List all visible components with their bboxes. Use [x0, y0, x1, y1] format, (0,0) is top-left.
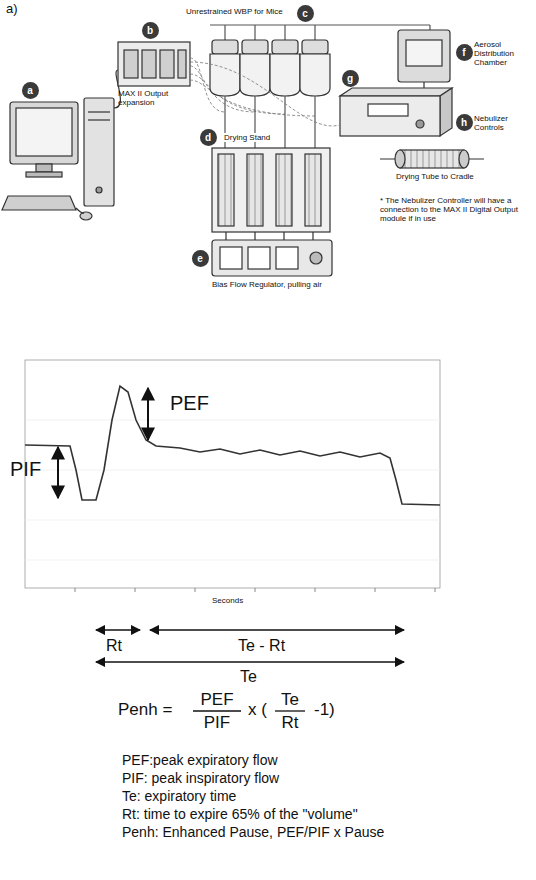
part-name: Nebulizer Controls — [474, 114, 530, 132]
callout-circle: f — [456, 44, 473, 61]
flow-chart — [25, 360, 440, 592]
callout-circle: h — [456, 114, 473, 131]
callout-circle: g — [342, 70, 359, 87]
definition: PEF:peak expiratory flow — [122, 752, 278, 768]
part-name: Drying Stand — [222, 133, 272, 142]
callout-circle: c — [297, 5, 314, 22]
formula: PEF — [187, 690, 247, 710]
pif-arrow — [57, 447, 59, 498]
callout-letter: c — [302, 8, 308, 19]
formula: x ( — [248, 700, 267, 720]
part-name: Bias Flow Regulator, pulling air — [212, 280, 322, 289]
aerosol-chamber — [398, 30, 450, 82]
part-name: Aerosol Distribution Chamber — [474, 40, 530, 68]
callout-letter: f — [462, 47, 465, 58]
drying-stand — [212, 148, 330, 240]
callout-circle: e — [192, 250, 209, 267]
time-label: Te — [240, 668, 257, 686]
flow-curve — [25, 386, 440, 505]
callout-letter: g — [347, 73, 353, 84]
axis-label: PEF — [170, 392, 209, 415]
callout-circle: a — [22, 82, 39, 99]
pef-arrow — [147, 388, 149, 440]
callout-letter: d — [205, 132, 211, 143]
callout-letter: e — [197, 253, 203, 264]
definition: Rt: time to expire 65% of the "volume" — [122, 806, 358, 822]
formula: Penh = — [118, 700, 172, 720]
panel-letter: a) — [6, 2, 18, 17]
formula: Te — [268, 690, 312, 710]
formula: PIF — [187, 713, 247, 733]
formula: -1) — [314, 700, 335, 720]
definition: Penh: Enhanced Pause, PEF/PIF x Pause — [122, 824, 384, 840]
note: * The Nebulizer Controller will have a c… — [380, 196, 528, 224]
part-name: Drying Tube to Cradle — [396, 172, 474, 181]
time-label: Rt — [106, 637, 122, 655]
output-module — [118, 42, 190, 86]
drying-tube — [380, 150, 484, 168]
definition: Te: expiratory time — [122, 788, 236, 804]
part-name: MAX II Output expansion — [118, 89, 198, 107]
callout-circle: b — [142, 22, 159, 39]
callout-letter: h — [461, 117, 467, 128]
nebulizer-controller — [340, 82, 452, 136]
callout-letter: b — [147, 25, 153, 36]
axis-label: PIF — [10, 458, 41, 481]
definition: PIF: peak inspiratory flow — [122, 770, 279, 786]
time-brackets — [96, 630, 404, 662]
time-label: Te - Rt — [238, 637, 285, 655]
callout-letter: a — [27, 85, 33, 96]
controller-cable — [190, 62, 340, 126]
axis-title: Seconds — [212, 596, 243, 605]
part-name: Unrestrained WBP for Mice — [186, 7, 283, 16]
formula: Rt — [268, 713, 312, 733]
callout-circle: d — [200, 129, 217, 146]
computer — [2, 98, 114, 220]
bias-flow-regulator — [212, 240, 332, 276]
